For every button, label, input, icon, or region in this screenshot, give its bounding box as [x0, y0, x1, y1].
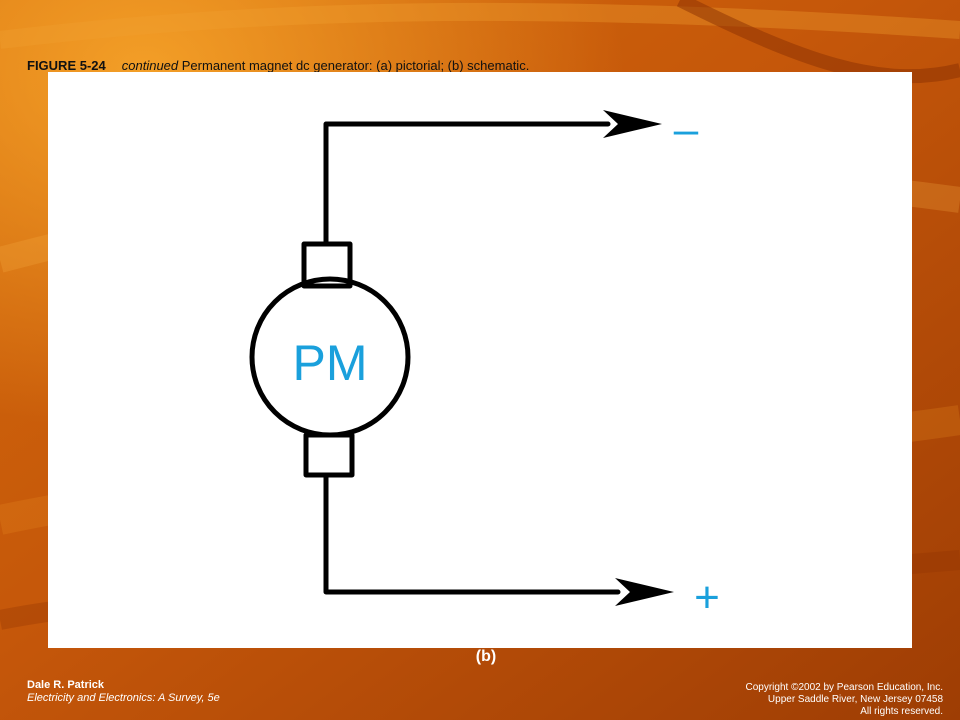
copyright-line-3: All rights reserved. [860, 706, 943, 717]
wire-negative-lead [323, 121, 611, 247]
pm-generator-schematic: PM – + [249, 105, 720, 622]
top-brush [301, 241, 353, 289]
copyright-line-1: Copyright ©2002 by Pearson Education, In… [745, 682, 944, 693]
terminal-positive-label: + [694, 573, 720, 622]
motor-label-pm: PM [293, 335, 368, 391]
copyright-line-2: Upper Saddle River, New Jersey 07458 [767, 694, 943, 705]
figure-caption-continued: continued [121, 58, 179, 73]
terminal-negative-label: – [674, 105, 699, 154]
panel-label: (b) [475, 648, 497, 665]
bottom-brush [303, 432, 355, 478]
figure-caption: FIGURE 5-24 continued Permanent magnet dc… [27, 58, 529, 73]
author-block: Dale R. Patrick Electricity and Electron… [27, 679, 220, 705]
copyright-block: Copyright ©2002 by Pearson Education, In… [746, 682, 944, 718]
schematic-panel: PM – + [48, 72, 912, 648]
figure-number: FIGURE 5-24 [27, 58, 106, 73]
book-title: Electricity and Electronics: A Survey, 5… [27, 692, 220, 704]
negative-arrow-head [603, 110, 662, 138]
wire-positive-lead [323, 472, 621, 595]
author-name: Dale R. Patrick [27, 679, 105, 691]
figure-caption-text: Permanent magnet dc generator: (a) picto… [181, 58, 530, 73]
positive-arrow-head [615, 578, 674, 606]
